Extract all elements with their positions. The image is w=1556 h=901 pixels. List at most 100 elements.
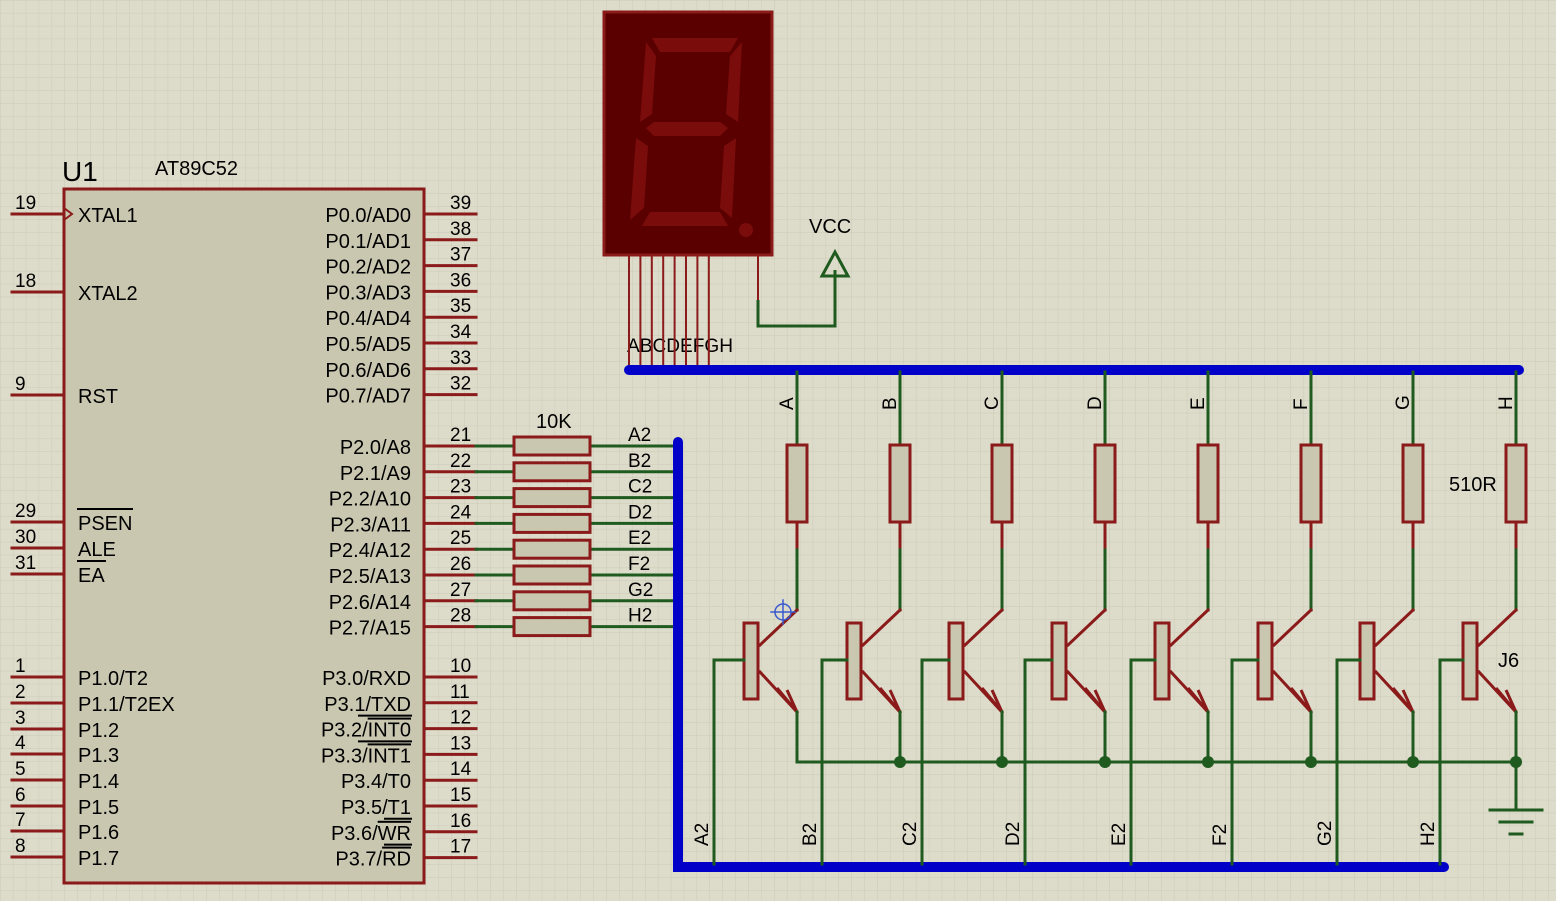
transistor-base-bar[interactable] — [1358, 621, 1376, 701]
transistor-base-bar[interactable] — [742, 621, 760, 701]
segment-f — [640, 42, 656, 122]
driver-channel[interactable]: EE2 — [1109, 370, 1220, 866]
mcu-pin-3[interactable]: 3P1.2 — [10, 708, 119, 742]
mcu-u1[interactable]: U1 AT89C52 19XTAL118XTAL29RST29PSEN30ALE… — [10, 156, 478, 885]
driver-channel[interactable]: HH2 — [1418, 370, 1528, 866]
transistor-base-bar[interactable] — [1256, 621, 1274, 701]
resistor-510r[interactable] — [1401, 443, 1425, 524]
transistor-base-bar[interactable] — [1153, 621, 1171, 701]
transistor-base-bar[interactable] — [947, 621, 965, 701]
transistor-base-bar[interactable] — [1050, 621, 1068, 701]
mcu-pin-name: P0.0/AD0 — [325, 205, 411, 227]
mcu-pin-7[interactable]: 7P1.6 — [10, 810, 119, 844]
resistor-array-element[interactable]: D2 — [474, 502, 680, 534]
resistor-array-element[interactable]: F2 — [474, 554, 680, 586]
vcc-wire — [756, 270, 837, 328]
mcu-pin-number: 34 — [450, 322, 472, 343]
segment-net-label: D — [1085, 396, 1106, 410]
driver-channel[interactable]: BB2 — [800, 370, 912, 866]
resistor-body[interactable] — [512, 435, 592, 457]
mcu-pin-6[interactable]: 6P1.5 — [10, 785, 119, 819]
resistor-array-element[interactable]: H2 — [474, 606, 680, 638]
mcu-pin-name-text: P0.6/AD6 — [325, 360, 411, 382]
resistor-body[interactable] — [512, 538, 592, 560]
resistor-510r[interactable] — [990, 443, 1014, 524]
resistor-510r[interactable] — [888, 443, 912, 524]
base-net-label: E2 — [1109, 823, 1130, 846]
resistor-body[interactable] — [512, 512, 592, 534]
resistor-510r[interactable] — [1196, 443, 1220, 524]
resistor-body[interactable] — [512, 461, 592, 483]
resistor-body[interactable] — [512, 590, 592, 612]
collector — [1168, 607, 1211, 648]
transistor-base-bar[interactable] — [845, 621, 863, 701]
mcu-pin-name: P1.6 — [78, 822, 119, 844]
mcu-pin-5[interactable]: 5P1.4 — [10, 759, 119, 793]
mcu-body[interactable] — [62, 187, 426, 885]
resistor-array-element[interactable]: E2 — [474, 528, 680, 560]
mcu-pin-name: P0.6/AD6 — [325, 360, 411, 382]
resistor-510r[interactable] — [1093, 443, 1117, 524]
resistor-510r[interactable] — [1299, 443, 1323, 524]
ground-terminal[interactable] — [1488, 760, 1544, 836]
resistor-body[interactable] — [512, 564, 592, 586]
mcu-pin-2[interactable]: 2P1.1/T2EX — [10, 682, 175, 716]
resistor-array-element[interactable]: G2 — [474, 580, 680, 612]
driver-channel[interactable]: AA2 — [692, 370, 809, 866]
seven-segment-display[interactable]: ABCDEFGH — [602, 10, 774, 371]
mcu-pin-name: P3.2/INT0 — [321, 720, 411, 742]
driver-channel[interactable]: DD2 — [1003, 370, 1117, 866]
mcu-pin-number: 21 — [450, 425, 471, 446]
driver-channel[interactable]: CC2 — [900, 370, 1014, 866]
resistor-body[interactable] — [512, 616, 592, 638]
mcu-pin-4[interactable]: 4P1.3 — [10, 733, 119, 767]
mcu-pin-name: P1.5 — [78, 797, 119, 819]
mcu-pin-8[interactable]: 8P1.7 — [10, 836, 119, 870]
resistor-array-element[interactable]: C2 — [474, 477, 680, 509]
resistor-body[interactable] — [512, 487, 592, 509]
mcu-pin-1[interactable]: 1P1.0/T2 — [10, 656, 148, 690]
resistor-array-element[interactable]: A2 — [474, 425, 680, 457]
transistor-base-bar[interactable] — [1461, 621, 1479, 701]
vcc-terminal[interactable]: VCC — [756, 216, 851, 328]
mcu-pin-name: P3.6/WR — [331, 823, 411, 845]
resistor-510r[interactable] — [1504, 443, 1528, 524]
resistor-510r[interactable] — [785, 443, 809, 524]
resistor-array-element[interactable]: B2 — [474, 451, 680, 483]
mcu-pin-name: PSEN — [78, 513, 132, 535]
driver-channel[interactable]: GG2 — [1315, 370, 1425, 866]
